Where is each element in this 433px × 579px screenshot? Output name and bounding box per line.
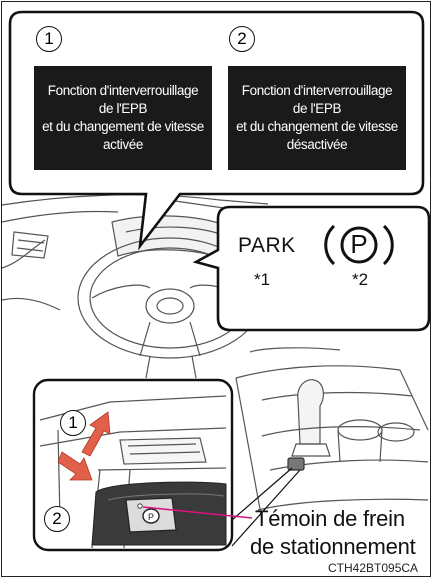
callout-box-activated: Fonction d'interverrouillage de l'EPB et… — [34, 66, 212, 170]
callout-number-1-text: 1 — [44, 29, 53, 49]
callout-number-1: 1 — [36, 26, 62, 52]
indicator-light-icon — [138, 504, 142, 508]
callout-2-line-1: Fonction d'interverrouillage — [236, 82, 398, 100]
push-step-number: 2 — [44, 506, 70, 532]
p-note-marker: *2 — [352, 270, 368, 290]
park-note-marker: *1 — [254, 270, 270, 290]
callout-number-2: 2 — [229, 26, 255, 52]
indicator-caption-line-1: Témoin de frein — [255, 506, 405, 532]
callout-1-line-4: activée — [42, 136, 204, 154]
callout-2-line-2: de l'EPB — [236, 100, 398, 118]
callout-2-line-3: et du changement de vitesse — [236, 118, 398, 136]
parking-brake-symbol-icon: P — [320, 222, 398, 268]
pull-step-number-text: 1 — [68, 413, 77, 433]
park-indicator-label: PARK — [238, 234, 296, 258]
push-step-number-text: 2 — [52, 509, 61, 529]
pull-step-number: 1 — [60, 410, 86, 436]
callout-1-line-3: et du changement de vitesse — [42, 118, 204, 136]
figure-code: CTH42BT095CA — [328, 561, 418, 575]
indicator-caption-line-2: de stationnement — [250, 534, 416, 560]
svg-text:P: P — [148, 512, 154, 522]
p-symbol-letter: P — [348, 229, 370, 260]
callout-1-line-1: Fonction d'interverrouillage — [42, 82, 204, 100]
callout-number-2-text: 2 — [237, 29, 246, 49]
callout-box-deactivated: Fonction d'interverrouillage de l'EPB et… — [228, 66, 406, 170]
callout-1-line-2: de l'EPB — [42, 100, 204, 118]
callout-2-line-4: désactivée — [236, 136, 398, 154]
